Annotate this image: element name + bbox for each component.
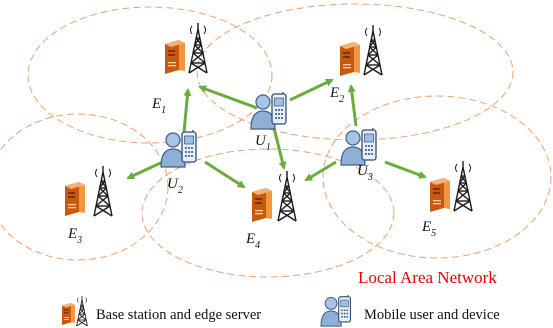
edge-label: E [421,219,431,235]
coverage-areas [0,3,552,278]
link-u1-e4 [272,127,287,170]
user-label: U [167,176,179,192]
tower-icon [76,296,88,326]
mobile-user-icon [250,92,287,130]
edge-label: E [245,231,255,247]
tower-icon [93,165,113,217]
link-u1-e1 [198,85,258,110]
base-station-e4: E4 [245,170,297,251]
legend-base-station-label: Base station and edge server [96,307,261,323]
user-label: U [255,133,267,149]
coverage-area-e2 [196,3,514,141]
edge-subscript: 2 [339,94,344,105]
mobile-user-u3: U3 [340,128,377,183]
link-u3-e2 [347,84,358,127]
svg-text:E4: E4 [245,231,260,251]
mobile-user-u1: U1 [250,92,287,153]
legend-mobile-user: Mobile user and device [320,295,500,327]
mobile-user-icon [160,130,197,168]
coverage-area-e5 [322,95,552,259]
svg-text:U3: U3 [357,163,373,183]
svg-text:E1: E1 [151,96,166,116]
mobile-user-icon [340,128,377,166]
base-station-e3: E3 [65,165,113,246]
user-label: U [357,163,369,179]
base-station-e1: E1 [151,22,208,116]
link-u2-e3 [126,158,168,180]
edge-subscript: 4 [255,240,260,251]
mobile-user-u2: U2 [160,130,197,196]
coverage-area-e3 [0,113,169,261]
edge-label: E [67,226,77,242]
connections [126,78,427,189]
base-station-e5: E5 [421,160,473,239]
legend-mobile-user-label: Mobile user and device [364,307,500,323]
coverage-area-e4 [141,148,395,278]
edge-subscript: 3 [76,235,82,246]
tower-icon [363,24,383,76]
tower-icon [453,160,473,212]
server-icon [340,42,360,76]
server-icon [430,178,450,212]
legend: Base station and edge server Mobile user… [62,295,500,327]
link-u2-e1 [182,88,192,133]
user-subscript: 2 [178,185,183,196]
server-icon [165,40,185,74]
server-icon [62,303,75,325]
tower-icon [277,170,297,222]
svg-text:U2: U2 [167,176,183,196]
user-subscript: 3 [367,172,373,183]
link-u2-e4 [204,160,246,189]
link-u1-e2 [289,78,334,102]
edge-subscript: 5 [431,228,436,239]
svg-text:U1: U1 [255,133,271,153]
svg-text:E5: E5 [421,219,436,239]
svg-text:E2: E2 [329,85,344,105]
edge-label: E [151,96,161,112]
server-icon [65,182,85,216]
server-icon [252,188,272,222]
lan-label: Local Area Network [358,268,497,287]
edge-label: E [329,85,339,101]
link-u3-e4 [304,160,337,182]
link-u3-e5 [384,160,427,179]
svg-text:E3: E3 [67,226,82,246]
user-subscript: 1 [266,142,271,153]
coverage-area-e1 [27,6,273,144]
legend-base-station: Base station and edge server [62,296,261,326]
edge-subscript: 1 [161,105,166,116]
base-station-e2: E2 [329,24,383,105]
mobile-user-icon [320,295,352,327]
